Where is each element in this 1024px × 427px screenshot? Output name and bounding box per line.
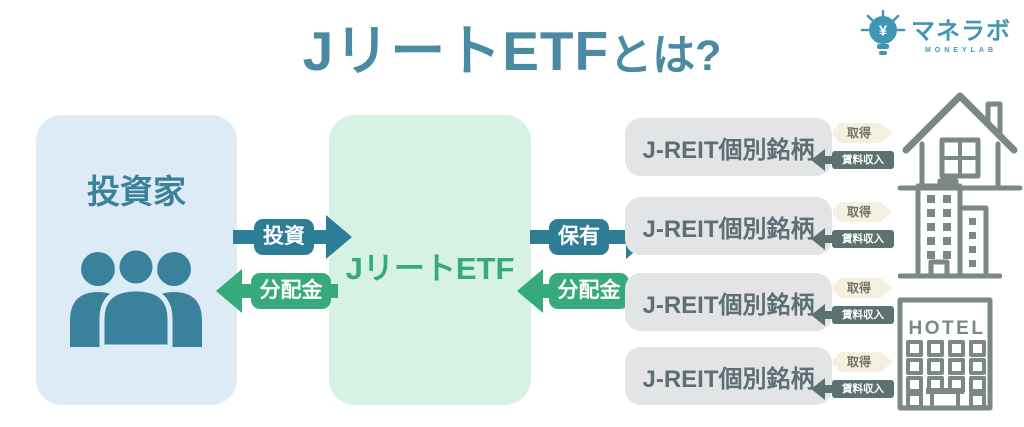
dividend-to-investor-arrow-label: 分配金 [251, 273, 331, 309]
etf-box: JリートETF [329, 115, 531, 405]
page-title-main: JリートETF [302, 20, 610, 82]
acquire-arrow-label: 取得 [836, 352, 882, 372]
acquire-arrow-label: 取得 [836, 202, 882, 222]
investor-label: 投資家 [87, 173, 186, 210]
acquire-arrowhead [879, 351, 893, 373]
rent-income-arrow-label: 賃料収入 [832, 151, 894, 169]
rent-income-arrow-label: 賃料収入 [832, 230, 894, 248]
property-flow-row-1: 取得 賃料収入 [805, 121, 905, 173]
dividend-to-investor-arrow: 分配金 [216, 269, 341, 313]
dividend-to-etf-arrow-label: 分配金 [549, 273, 629, 309]
yen-symbol: ¥ [879, 23, 888, 40]
rent-income-arrow-label: 賃料収入 [832, 380, 894, 398]
rent-income-arrowhead [811, 304, 825, 326]
reit-box-2: J-REIT個別銘柄 [625, 197, 832, 255]
rent-income-arrowhead [811, 378, 825, 400]
hold-arrow-label: 保有 [549, 219, 609, 255]
page-title: JリートETFとは? [0, 6, 1024, 86]
acquire-arrowhead [879, 201, 893, 223]
etf-label: JリートETF [345, 251, 515, 286]
rent-income-arrow-label: 賃料収入 [832, 306, 894, 324]
acquire-arrowhead [879, 277, 893, 299]
acquire-arrow-label: 取得 [836, 123, 882, 143]
lightbulb-yen-icon: ¥ [860, 10, 906, 55]
reit-box-4: J-REIT個別銘柄 [625, 347, 832, 405]
page-title-suffix: とは? [609, 32, 722, 80]
moneylab-logo: ¥ マネラボ MONEYLAB [860, 10, 1020, 64]
logo-text: マネラボ MONEYLAB [911, 18, 1011, 55]
dividend-to-etf-arrowhead [517, 269, 543, 313]
dividend-to-investor-arrowhead [216, 269, 242, 313]
hotel-icon: HOTEL [897, 297, 993, 411]
hotel-sign-label: HOTEL [909, 318, 986, 339]
property-flow-row-3: 取得 賃料収入 [805, 276, 905, 328]
property-flow-row-2: 取得 賃料収入 [805, 200, 905, 252]
rent-income-arrowhead [811, 228, 825, 250]
acquire-arrowhead [879, 122, 893, 144]
investors-group-icon [70, 247, 202, 347]
property-flow-row-4: 取得 賃料収入 [805, 350, 905, 402]
logo-subtext: MONEYLAB [924, 47, 998, 54]
invest-arrow-label: 投資 [254, 219, 314, 255]
logo-brand: マネラボ [911, 18, 1011, 45]
invest-arrowhead [326, 215, 352, 259]
investor-box: 投資家 [36, 115, 237, 405]
reit-box-3: J-REIT個別銘柄 [625, 273, 832, 331]
dividend-to-etf-arrow: 分配金 [517, 269, 642, 313]
rent-income-arrowhead [811, 149, 825, 171]
acquire-arrow-label: 取得 [836, 278, 882, 298]
invest-arrow: 投資 [233, 215, 353, 259]
reit-box-1: J-REIT個別銘柄 [625, 118, 832, 176]
office-building-icon [898, 178, 1002, 279]
